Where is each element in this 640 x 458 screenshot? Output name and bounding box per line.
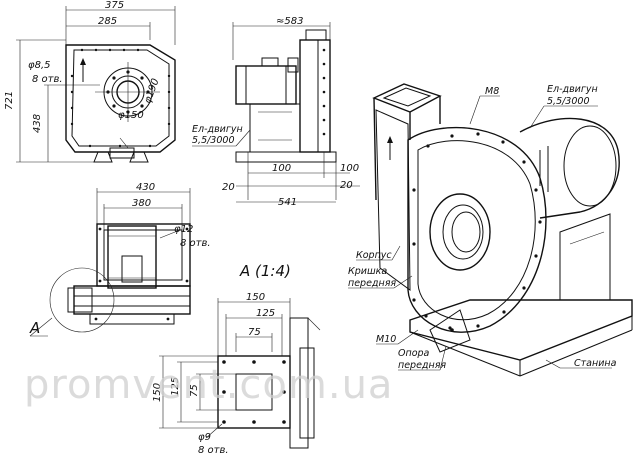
iso-label-support-2: передняя [398, 360, 446, 371]
iso-label-frame: Станина [574, 358, 617, 369]
detail-a: A (1:4) 150 125 75 150 1 [152, 262, 321, 456]
front-dim-width: 375 [105, 0, 124, 11]
side-dim-100b: 100 [340, 163, 359, 174]
side-motor-spec: 5,5/3000 [192, 135, 235, 146]
front-dim-d2: φ150 [118, 110, 144, 121]
iso-motor-label: Ел-двигун [547, 84, 598, 95]
top-dim-380: 380 [132, 198, 151, 209]
motor-stand [249, 103, 301, 153]
top-dim-holes-count: 8 отв. [180, 238, 211, 249]
isometric-view: M8 Ел-двигун 5,5/3000 Корпус Кришка пере… [348, 83, 633, 377]
housing-bolts [70, 48, 171, 148]
top-dim-430: 430 [136, 182, 155, 193]
watermark: promvent.com.ua [24, 362, 393, 408]
iso-label-m8: M8 [485, 86, 499, 97]
side-dim-100a: 100 [272, 163, 291, 174]
side-dim-20a: 20 [222, 182, 235, 193]
inlet-opening-iso [451, 211, 481, 253]
front-dim-axis: 438 [32, 114, 43, 133]
inlet-ring-iso [429, 193, 491, 271]
iso-label-m10: M10 [376, 334, 396, 345]
detail-dim-150-top: 150 [246, 292, 265, 303]
detail-dim-125-top: 125 [256, 308, 275, 319]
fan-housing-front [65, 44, 176, 153]
detail-dim-hole: φ9 [198, 432, 211, 443]
front-dim-height: 721 [4, 91, 15, 110]
motor-top [107, 225, 157, 289]
iso-label-cover-1: Кришка [348, 266, 387, 277]
side-view: ≈583 Ел-двигун 5,5/3000 100 [192, 16, 360, 208]
flange-bolts [106, 70, 150, 114]
iso-flow-arrow-icon [387, 136, 393, 143]
iso-label-housing: Корпус [356, 250, 392, 261]
detail-title: A (1:4) [239, 262, 291, 280]
iso-motor-spec: 5,5/3000 [547, 96, 590, 107]
front-view: 375 285 721 438 φ8,5 8 отв. [4, 0, 176, 163]
detail-opening [235, 373, 273, 411]
front-support-iso [429, 309, 471, 353]
front-dim-holes-count: 8 отв. [32, 74, 63, 85]
side-bolts [322, 48, 326, 136]
front-dim-hole: φ8,5 [28, 60, 51, 71]
fan-housing-side [299, 39, 331, 153]
top-dim-hole: φ12 [174, 224, 193, 235]
detail-bolts [222, 360, 286, 424]
detail-dim-holes-count: 8 отв. [198, 445, 229, 456]
side-dim-20b: 20 [340, 180, 353, 191]
side-motor-label: Ел-двигун [192, 124, 243, 135]
iso-label-support-1: Опора [398, 348, 430, 359]
detail-dim-125-left: 125 [170, 377, 181, 396]
detail-callout-circle [49, 267, 115, 333]
housing-side-iso [375, 109, 411, 291]
flow-arrow-icon [80, 58, 86, 65]
detail-dim-75-top: 75 [248, 327, 261, 338]
detail-callout-letter: A [29, 319, 40, 337]
top-base [89, 313, 175, 325]
front-dim-d1: φ190 [142, 77, 161, 105]
top-view: 430 380 φ12 8 отв. A [29, 182, 211, 337]
side-dim-541: 541 [278, 197, 297, 208]
base-frame-side [235, 151, 337, 163]
front-support [109, 147, 135, 159]
motor-body-side [235, 65, 297, 105]
side-dim-length: ≈583 [276, 16, 303, 27]
detail-dim-75-left: 75 [189, 384, 200, 397]
front-dim-inner: 285 [98, 16, 117, 27]
detail-dim-150-left: 150 [152, 383, 163, 402]
front-cover-iso [407, 126, 547, 333]
motor-stand-iso [559, 213, 611, 301]
fan-housing-top [73, 285, 191, 315]
top-bolts [94, 227, 189, 321]
iso-label-cover-2: передняя [348, 278, 396, 289]
